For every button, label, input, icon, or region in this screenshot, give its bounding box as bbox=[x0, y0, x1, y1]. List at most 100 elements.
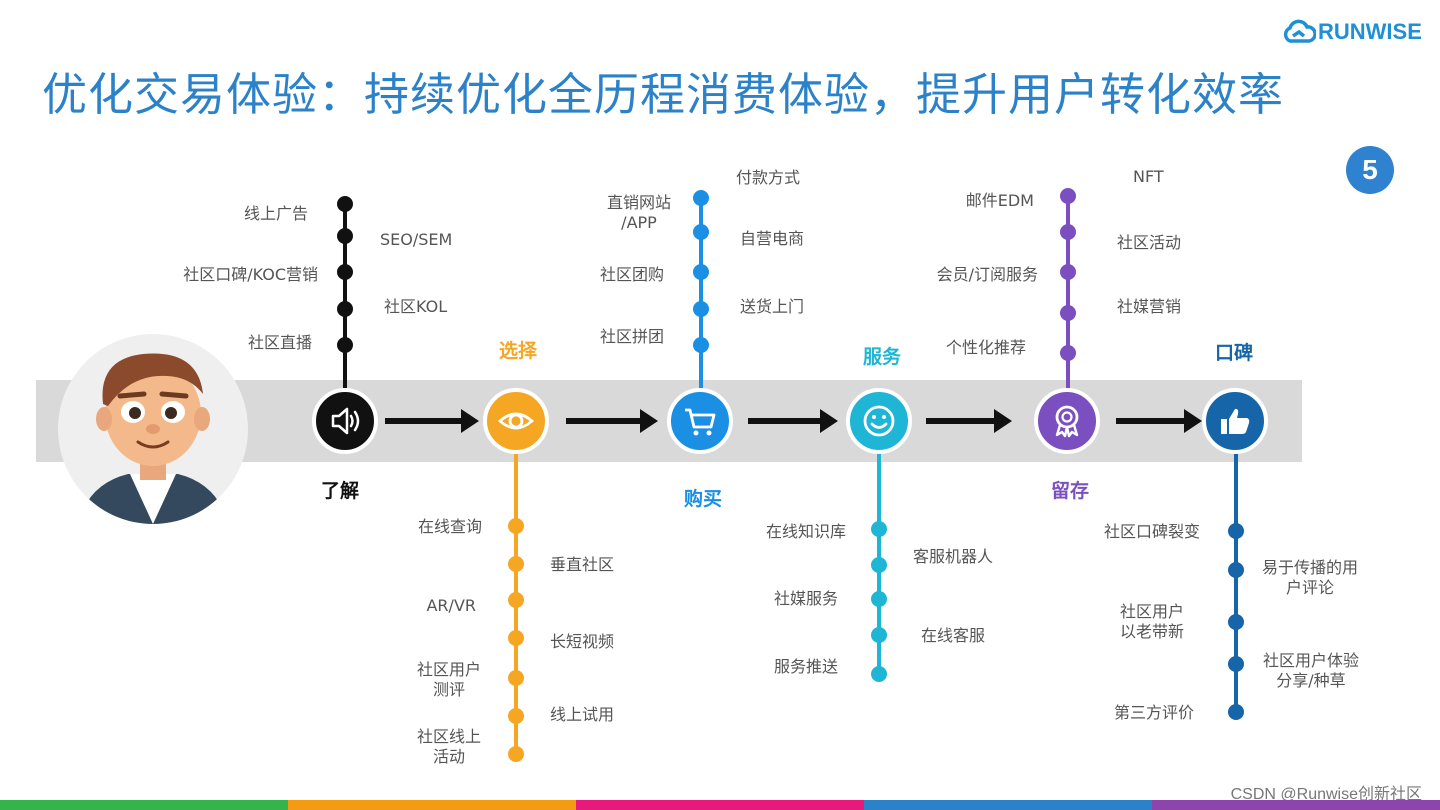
dot-service-3 bbox=[871, 591, 887, 607]
dot-service-5 bbox=[871, 666, 887, 682]
dot-understand-3 bbox=[337, 264, 353, 280]
dot-choose-2 bbox=[508, 556, 524, 572]
flow-arrow-5 bbox=[1116, 409, 1202, 433]
item-retain-4: 会员/订阅服务 bbox=[936, 265, 1038, 284]
dot-word-of-mouth-5 bbox=[1228, 704, 1244, 720]
smile-icon bbox=[863, 405, 895, 437]
stage-node-understand bbox=[312, 388, 378, 454]
item-choose-6: 线上试用 bbox=[550, 705, 615, 724]
watermark: CSDN @Runwise创新社区 bbox=[1230, 786, 1422, 803]
item-purchase-6: 社区拼团 bbox=[599, 327, 664, 346]
eye-icon bbox=[497, 412, 535, 430]
stage-node-word-of-mouth bbox=[1202, 388, 1268, 454]
item-service-1: 在线知识库 bbox=[765, 522, 846, 541]
cart-icon bbox=[685, 408, 716, 436]
dot-purchase-1 bbox=[693, 190, 709, 206]
runwise-logo: RUNWISE bbox=[1282, 18, 1422, 46]
item-choose-4: 长短视频 bbox=[550, 632, 615, 651]
dot-choose-1 bbox=[508, 518, 524, 534]
item-word-of-mouth-4: 社区用户体验 分享/种草 bbox=[1262, 651, 1360, 690]
stage-node-service bbox=[846, 388, 912, 454]
logo-text: RUNWISE bbox=[1318, 19, 1422, 44]
dot-retain-3 bbox=[1060, 264, 1076, 280]
item-word-of-mouth-3: 社区用户 以老带新 bbox=[1119, 602, 1185, 641]
item-choose-1: 在线查询 bbox=[417, 517, 482, 536]
customer-avatar bbox=[58, 334, 248, 524]
dot-retain-5 bbox=[1060, 345, 1076, 361]
dot-choose-4 bbox=[508, 630, 524, 646]
cloud-logo-icon bbox=[1283, 19, 1316, 43]
item-understand-2: SEO/SEM bbox=[380, 230, 453, 249]
item-retain-6: 个性化推荐 bbox=[945, 338, 1026, 357]
page-title: 优化交易体验：持续优化全历程消费体验，提升用户转化效率 bbox=[42, 68, 1285, 121]
stem-understand bbox=[343, 202, 347, 388]
item-retain-2: 邮件EDM bbox=[965, 191, 1034, 210]
flow-arrow-2 bbox=[566, 409, 658, 433]
dot-retain-1 bbox=[1060, 188, 1076, 204]
item-service-3: 社媒服务 bbox=[773, 589, 838, 608]
item-purchase-5: 送货上门 bbox=[740, 297, 805, 316]
item-understand-4: 社区KOL bbox=[384, 297, 448, 316]
dot-understand-5 bbox=[337, 337, 353, 353]
footer-segment-magenta bbox=[576, 800, 864, 810]
item-retain-1: NFT bbox=[1133, 167, 1164, 186]
item-choose-7: 社区线上 活动 bbox=[416, 727, 482, 766]
dot-choose-3 bbox=[508, 592, 524, 608]
item-word-of-mouth-2: 易于传播的用 户评论 bbox=[1261, 558, 1359, 597]
stage-label-understand: 了解 bbox=[320, 480, 360, 502]
footer-color-bar bbox=[0, 800, 1440, 810]
item-purchase-4: 社区团购 bbox=[599, 265, 664, 284]
item-word-of-mouth-1: 社区口碑裂变 bbox=[1103, 522, 1200, 541]
footer-segment-blue bbox=[864, 800, 1152, 810]
stem-word-of-mouth bbox=[1234, 450, 1238, 712]
dot-purchase-4 bbox=[693, 301, 709, 317]
dot-retain-2 bbox=[1060, 224, 1076, 240]
thumbs-up-icon bbox=[1221, 408, 1250, 434]
footer-segment-purple bbox=[1152, 800, 1440, 810]
item-service-5: 服务推送 bbox=[773, 657, 838, 676]
item-purchase-2: 直销网站 /APP bbox=[606, 193, 672, 232]
item-understand-3: 社区口碑/KOC营销 bbox=[183, 265, 318, 284]
stage-label-retain: 留存 bbox=[1050, 480, 1090, 502]
dot-understand-2 bbox=[337, 228, 353, 244]
stage-node-purchase bbox=[667, 388, 733, 454]
stage-label-choose: 选择 bbox=[498, 340, 538, 362]
stage-node-choose bbox=[483, 388, 549, 454]
dot-understand-4 bbox=[337, 301, 353, 317]
stage-label-word-of-mouth: 口碑 bbox=[1214, 342, 1254, 364]
speaker-icon bbox=[331, 407, 360, 435]
dot-word-of-mouth-4 bbox=[1228, 656, 1244, 672]
item-understand-1: 线上广告 bbox=[243, 204, 308, 223]
dot-service-4 bbox=[871, 627, 887, 643]
dot-service-2 bbox=[871, 557, 887, 573]
dot-choose-7 bbox=[508, 746, 524, 762]
item-choose-2: 垂直社区 bbox=[550, 555, 615, 574]
dot-purchase-2 bbox=[693, 224, 709, 240]
item-choose-5: 社区用户 测评 bbox=[416, 660, 482, 699]
item-choose-3: AR/VR bbox=[426, 596, 476, 615]
dot-choose-5 bbox=[508, 670, 524, 686]
stem-retain bbox=[1066, 196, 1070, 388]
stem-purchase bbox=[699, 196, 703, 388]
award-icon bbox=[1055, 405, 1079, 438]
dot-word-of-mouth-1 bbox=[1228, 523, 1244, 539]
item-understand-5: 社区直播 bbox=[247, 333, 312, 352]
dot-purchase-5 bbox=[693, 337, 709, 353]
dot-service-1 bbox=[871, 521, 887, 537]
item-word-of-mouth-5: 第三方评价 bbox=[1113, 703, 1194, 722]
item-service-2: 客服机器人 bbox=[913, 547, 994, 566]
item-purchase-3: 自营电商 bbox=[740, 229, 805, 248]
item-service-4: 在线客服 bbox=[921, 626, 986, 645]
page-number-badge: 5 bbox=[1346, 146, 1394, 194]
flow-arrow-1 bbox=[385, 409, 479, 433]
dot-understand-1 bbox=[337, 196, 353, 212]
dot-word-of-mouth-2 bbox=[1228, 562, 1244, 578]
dot-retain-4 bbox=[1060, 305, 1076, 321]
flow-arrow-4 bbox=[926, 409, 1012, 433]
item-retain-5: 社媒营销 bbox=[1117, 297, 1182, 316]
footer-segment-green bbox=[0, 800, 288, 810]
stage-label-purchase: 购买 bbox=[683, 488, 723, 510]
stage-node-retain bbox=[1034, 388, 1100, 454]
dot-choose-6 bbox=[508, 708, 524, 724]
item-purchase-1: 付款方式 bbox=[736, 168, 801, 187]
